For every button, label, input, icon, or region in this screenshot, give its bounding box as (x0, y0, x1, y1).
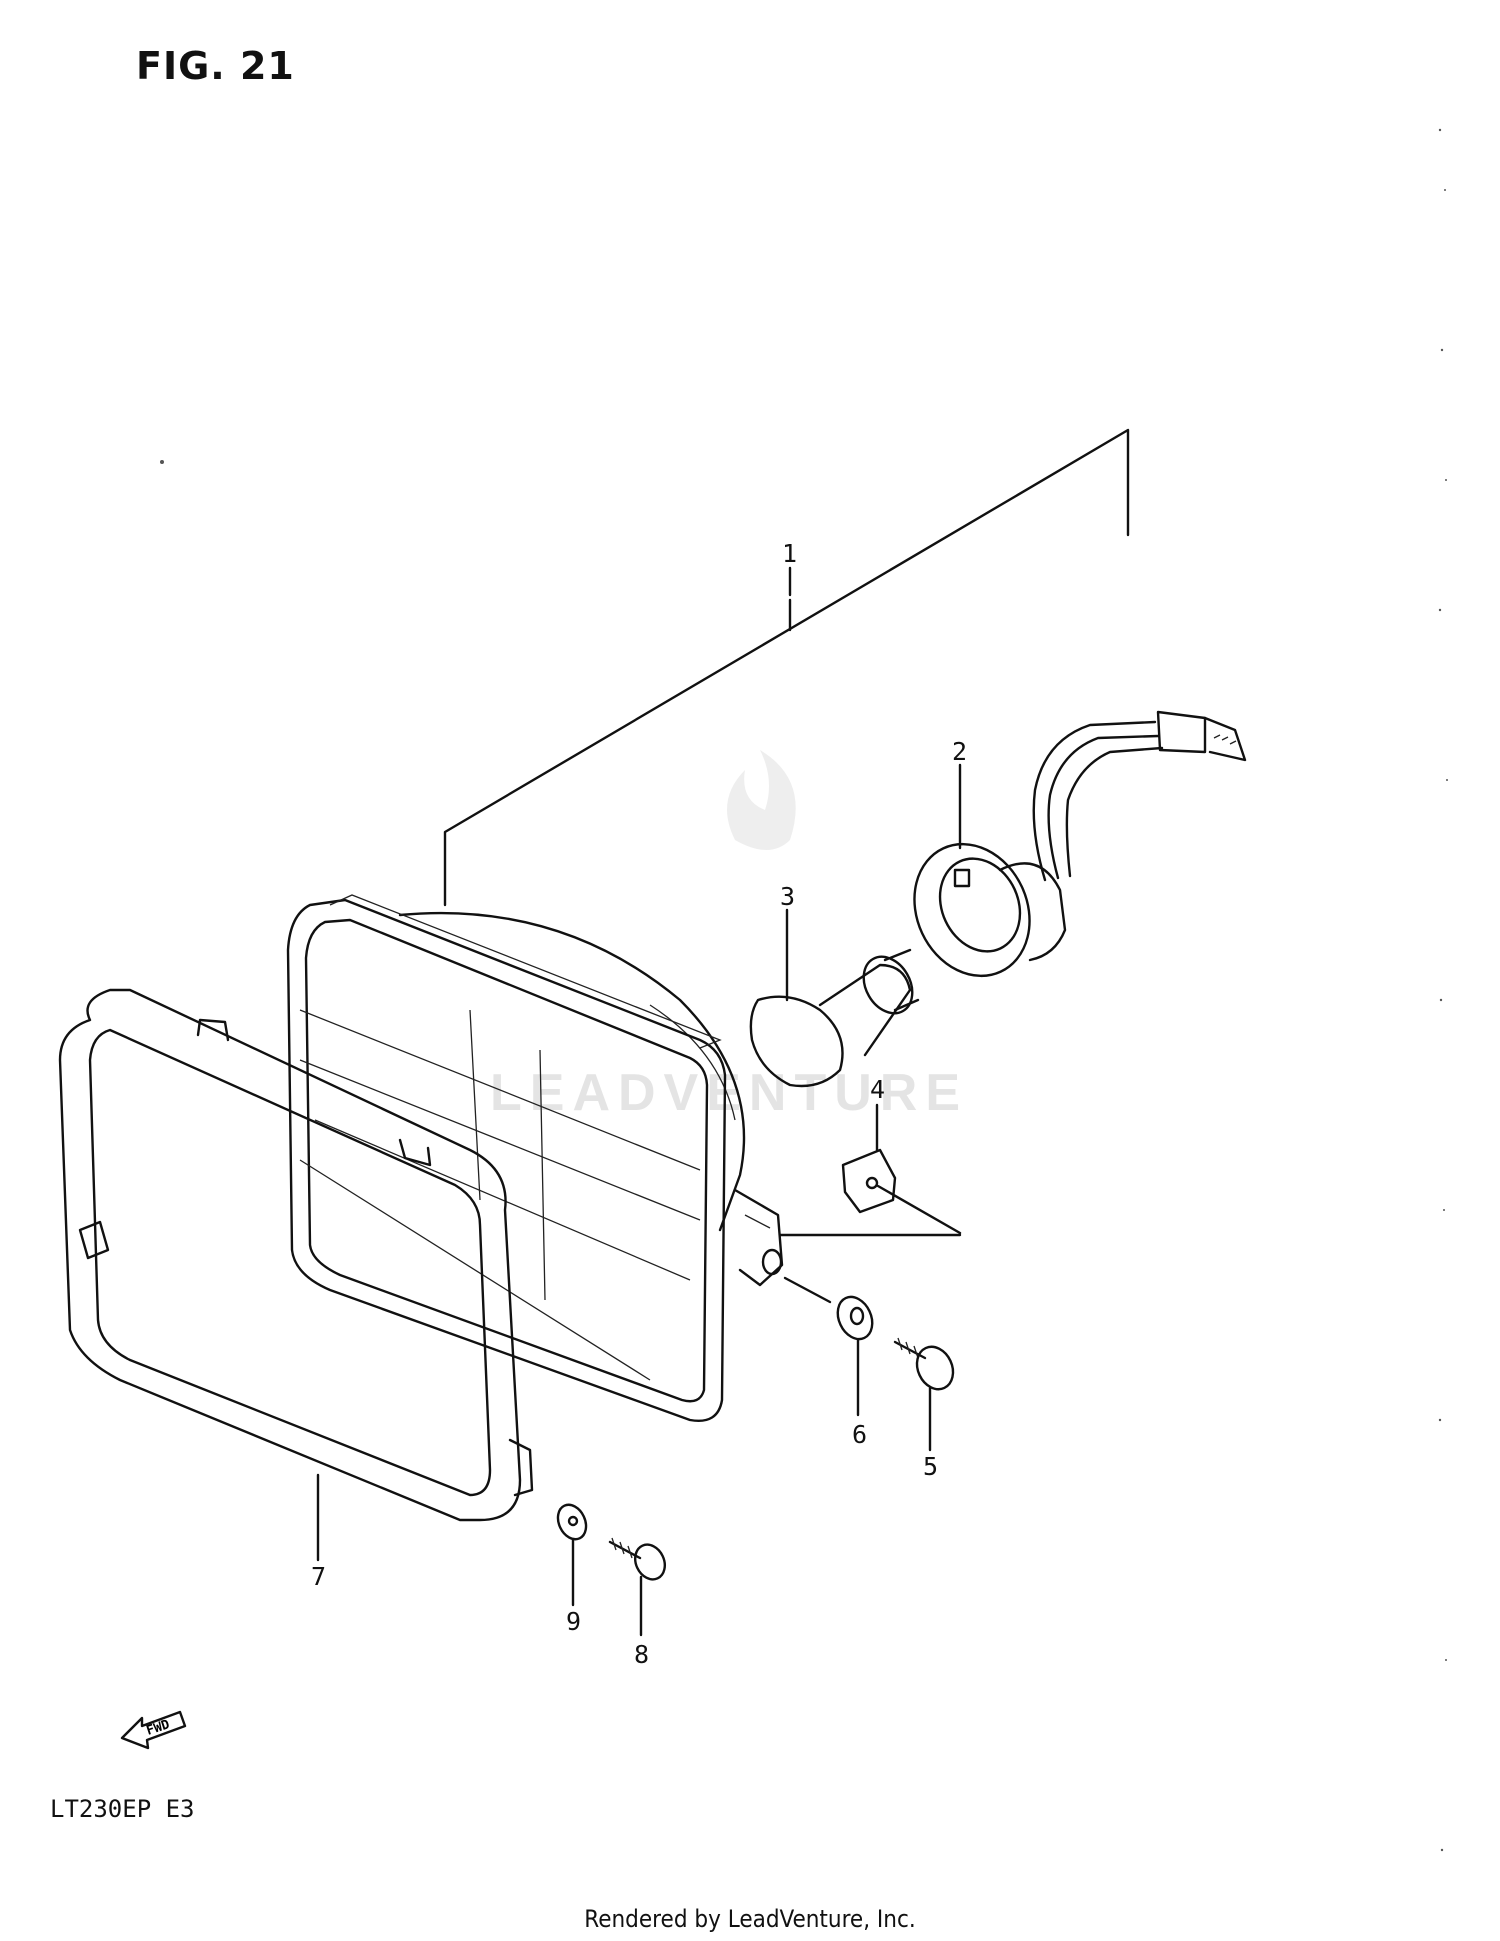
model-code: LT230EP E3 (50, 1795, 195, 1823)
bulb (749, 948, 920, 1088)
fwd-label: FWD (145, 1717, 172, 1739)
callout-5: 5 (923, 1452, 938, 1481)
sealed-beam-unit (286, 894, 727, 1422)
callout-8: 8 (634, 1640, 649, 1669)
callout-9: 9 (566, 1607, 581, 1636)
screw-8 (608, 1537, 666, 1581)
watermark-text: LEADVENTURE (490, 1064, 968, 1122)
wire-harness (1032, 710, 1247, 882)
assembly-bracket (443, 428, 1130, 907)
headlight-rim (58, 988, 534, 1522)
washer-6 (783, 1276, 874, 1341)
forward-arrow-icon: FWD (120, 1710, 187, 1750)
render-credit: Rendered by LeadVenture, Inc. (584, 1905, 916, 1933)
washer-9 (556, 1503, 588, 1541)
callout-2: 2 (952, 737, 967, 766)
callout-6: 6 (852, 1420, 867, 1449)
headlight-housing (398, 911, 784, 1287)
bulb-socket (913, 842, 1067, 978)
screw-5 (893, 1337, 955, 1391)
callout-4: 4 (870, 1075, 885, 1104)
callout-7: 7 (311, 1562, 326, 1591)
scan-edge-marks (160, 128, 1448, 1852)
figure-title: FIG. 21 (136, 44, 295, 88)
callout-1: 1 (782, 539, 797, 568)
nut-plate (778, 1148, 962, 1237)
callout-3: 3 (780, 882, 795, 911)
leader-lines (316, 566, 962, 1637)
